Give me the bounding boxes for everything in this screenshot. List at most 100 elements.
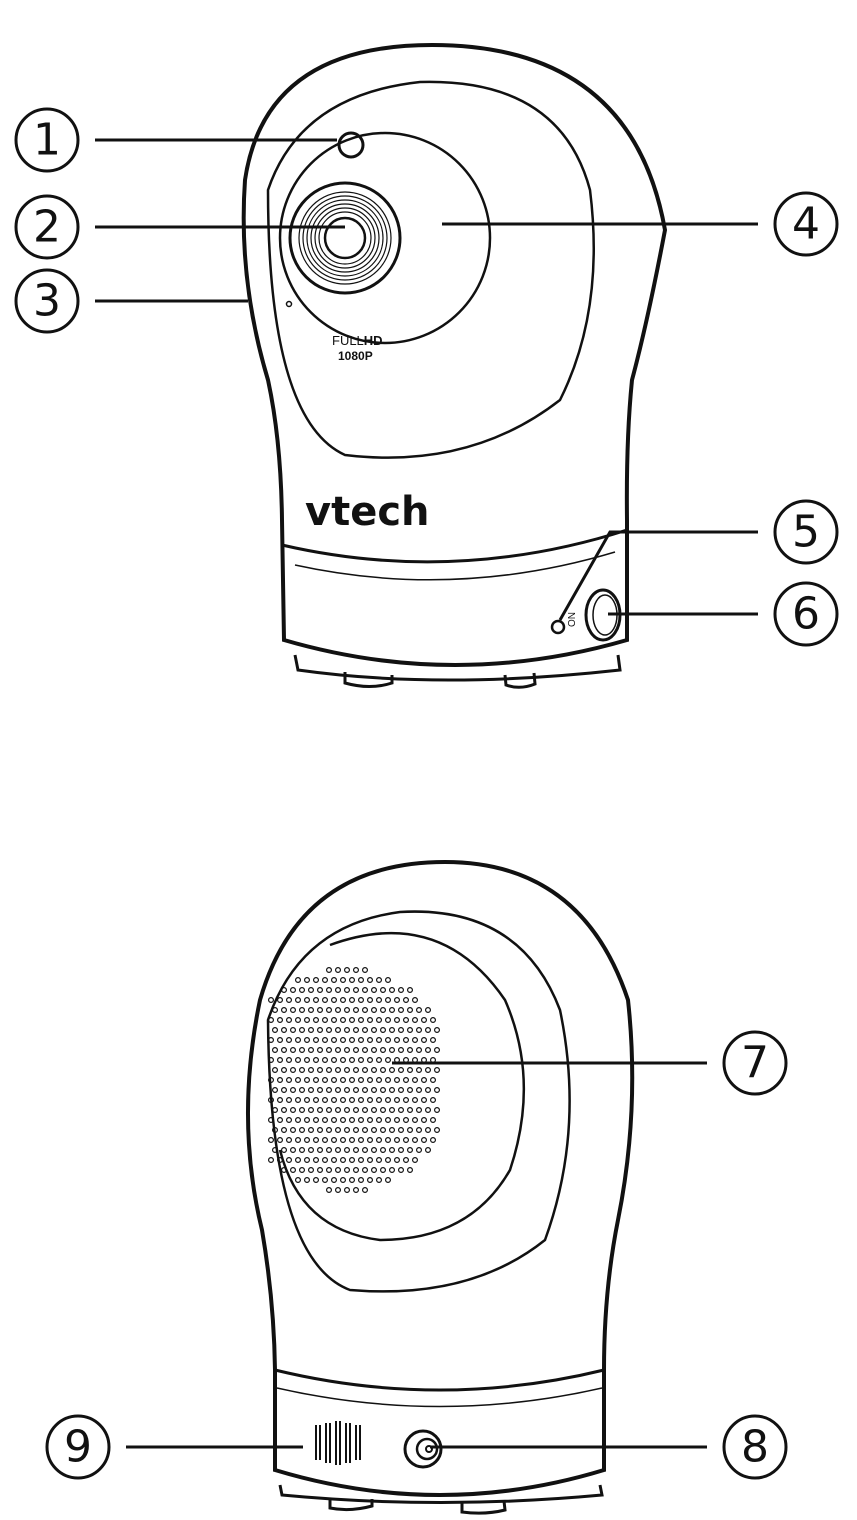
callout-1: 1: [16, 109, 337, 171]
speaker-hole: [318, 1148, 323, 1153]
speaker-hole: [278, 1118, 283, 1123]
speaker-hole: [327, 1188, 332, 1193]
speaker-hole: [282, 1048, 287, 1053]
speaker-hole: [345, 1048, 350, 1053]
speaker-hole: [314, 1158, 319, 1163]
speaker-hole: [345, 968, 350, 973]
speaker-hole: [354, 1008, 359, 1013]
speaker-hole: [332, 1038, 337, 1043]
speaker-hole: [291, 1028, 296, 1033]
speaker-hole: [359, 998, 364, 1003]
power-adapter-socket[interactable]: [405, 1431, 441, 1467]
speaker-hole: [336, 1068, 341, 1073]
speaker-hole: [354, 1148, 359, 1153]
speaker-hole: [363, 1048, 368, 1053]
speaker-hole: [296, 998, 301, 1003]
speaker-hole: [413, 1138, 418, 1143]
speaker-hole: [332, 1098, 337, 1103]
speaker-hole: [422, 1018, 427, 1023]
speaker-hole: [359, 1178, 364, 1183]
speaker-hole: [395, 998, 400, 1003]
speaker-hole: [395, 1018, 400, 1023]
speaker-hole: [386, 1018, 391, 1023]
speaker-hole: [377, 1138, 382, 1143]
speaker-hole: [359, 1078, 364, 1083]
speaker-hole: [395, 1098, 400, 1103]
speaker-hole: [390, 1048, 395, 1053]
speaker-hole: [305, 1138, 310, 1143]
speaker-hole: [314, 1018, 319, 1023]
speaker-hole: [435, 1088, 440, 1093]
speaker-hole: [435, 1048, 440, 1053]
speaker-hole: [291, 1048, 296, 1053]
speaker-hole: [390, 1008, 395, 1013]
speaker-hole: [332, 978, 337, 983]
speaker-hole: [327, 968, 332, 973]
speaker-hole: [323, 998, 328, 1003]
speaker-hole: [413, 998, 418, 1003]
speaker-hole: [336, 968, 341, 973]
speaker-hole: [390, 1068, 395, 1073]
speaker-hole: [381, 1008, 386, 1013]
speaker-hole: [305, 1078, 310, 1083]
speaker-hole: [404, 1038, 409, 1043]
speaker-hole: [426, 1108, 431, 1113]
speaker-hole: [327, 988, 332, 993]
speaker-hole: [372, 1168, 377, 1173]
speaker-hole: [327, 1108, 332, 1113]
speaker-hole: [327, 1008, 332, 1013]
speaker-hole: [336, 1008, 341, 1013]
speaker-hole: [282, 1148, 287, 1153]
speaker-hole: [327, 1048, 332, 1053]
speaker-hole: [309, 1168, 314, 1173]
speaker-hole: [332, 998, 337, 1003]
speaker-hole: [341, 1178, 346, 1183]
speaker-hole: [327, 1068, 332, 1073]
svg-text:1: 1: [33, 115, 61, 166]
speaker-hole: [381, 1068, 386, 1073]
microsd-card-slot[interactable]: [316, 1421, 360, 1465]
speaker-hole: [404, 1018, 409, 1023]
speaker-hole: [381, 988, 386, 993]
speaker-hole: [399, 1008, 404, 1013]
speaker-hole: [417, 1148, 422, 1153]
speaker-hole: [291, 1008, 296, 1013]
speaker-hole: [300, 1008, 305, 1013]
speaker-hole: [323, 1178, 328, 1183]
speaker-hole: [431, 1138, 436, 1143]
speaker-hole: [314, 1078, 319, 1083]
speaker-hole: [417, 1068, 422, 1073]
speaker-hole: [404, 998, 409, 1003]
speaker-hole: [354, 1108, 359, 1113]
speaker-hole: [350, 1158, 355, 1163]
speaker-hole: [350, 1118, 355, 1123]
speaker-hole: [422, 1038, 427, 1043]
speaker-hole: [323, 1018, 328, 1023]
speaker-hole: [417, 1108, 422, 1113]
speaker-hole: [381, 1048, 386, 1053]
back-speaker-disc: [280, 933, 524, 1240]
speaker-hole: [323, 978, 328, 983]
speaker-hole: [377, 1018, 382, 1023]
callout-9: 9: [47, 1416, 303, 1478]
speaker-hole: [309, 1128, 314, 1133]
speaker-hole: [332, 1158, 337, 1163]
speaker-hole: [390, 1128, 395, 1133]
speaker-hole: [282, 1108, 287, 1113]
speaker-hole: [332, 1138, 337, 1143]
speaker-hole: [404, 1078, 409, 1083]
speaker-hole: [296, 1178, 301, 1183]
speaker-hole: [318, 1168, 323, 1173]
speaker-hole: [386, 1078, 391, 1083]
speaker-hole: [372, 1028, 377, 1033]
speaker-hole: [296, 1058, 301, 1063]
speaker-hole: [282, 1068, 287, 1073]
speaker-hole: [368, 1058, 373, 1063]
speaker-hole: [431, 1078, 436, 1083]
speaker-hole: [291, 1128, 296, 1133]
speaker-hole: [404, 1158, 409, 1163]
speaker-hole: [413, 1018, 418, 1023]
speaker-hole: [431, 1018, 436, 1023]
speaker-hole: [300, 1148, 305, 1153]
speaker-hole: [408, 1048, 413, 1053]
